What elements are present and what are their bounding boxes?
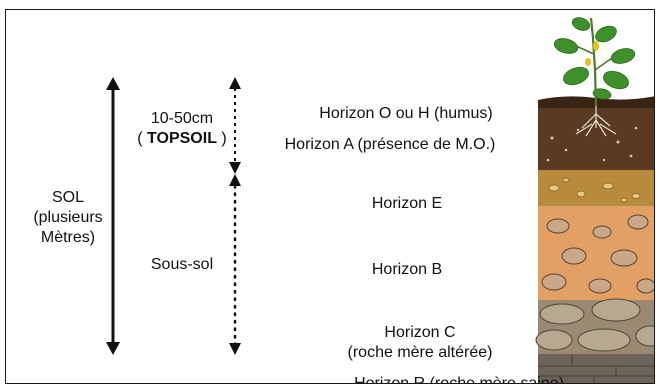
horizon-c-line2: (roche mère altérée) — [347, 344, 493, 361]
topsoil-close-paren: ) — [216, 130, 227, 147]
horizon-o-label: Horizon O ou H (humus) — [319, 105, 493, 122]
horizon-a-label: Horizon A (présence de M.O.) — [284, 136, 496, 153]
horizon-e-label: Horizon E — [371, 195, 443, 212]
sol-label-line1: SOL — [51, 189, 85, 206]
horizon-r-label: Horizon R (roche mère saine) — [354, 375, 564, 384]
diagram-frame: SOL (plusieurs Mètres) 10-50cm ( TOPSOIL… — [5, 9, 655, 384]
soussol-label: Sous-sol — [150, 256, 214, 273]
topsoil-dashed-arrow — [229, 77, 241, 174]
topsoil-name-line: ( TOPSOIL ) — [137, 129, 227, 149]
horizon-c-label: Horizon C (roche mère altérée) — [348, 323, 493, 363]
plant-illustration — [553, 17, 636, 137]
sol-label: SOL (plusieurs Mètres) — [33, 188, 102, 248]
soil-diagram-graphic — [106, 17, 654, 383]
topsoil-name: TOPSOIL — [147, 130, 217, 147]
sol-label-line3: Mètres) — [40, 229, 96, 246]
horizon-c-line1: Horizon C — [384, 324, 456, 341]
soussol-dotted-arrow — [229, 174, 241, 355]
sol-label-line2: (plusieurs — [33, 209, 103, 226]
topsoil-open-paren: ( — [137, 130, 148, 147]
horizon-b-label: Horizon B — [371, 261, 443, 278]
soil-column — [535, 96, 654, 383]
sol-double-arrow — [106, 77, 120, 355]
topsoil-label: 10-50cm ( TOPSOIL ) — [137, 109, 227, 149]
topsoil-depth: 10-50cm — [150, 110, 214, 127]
